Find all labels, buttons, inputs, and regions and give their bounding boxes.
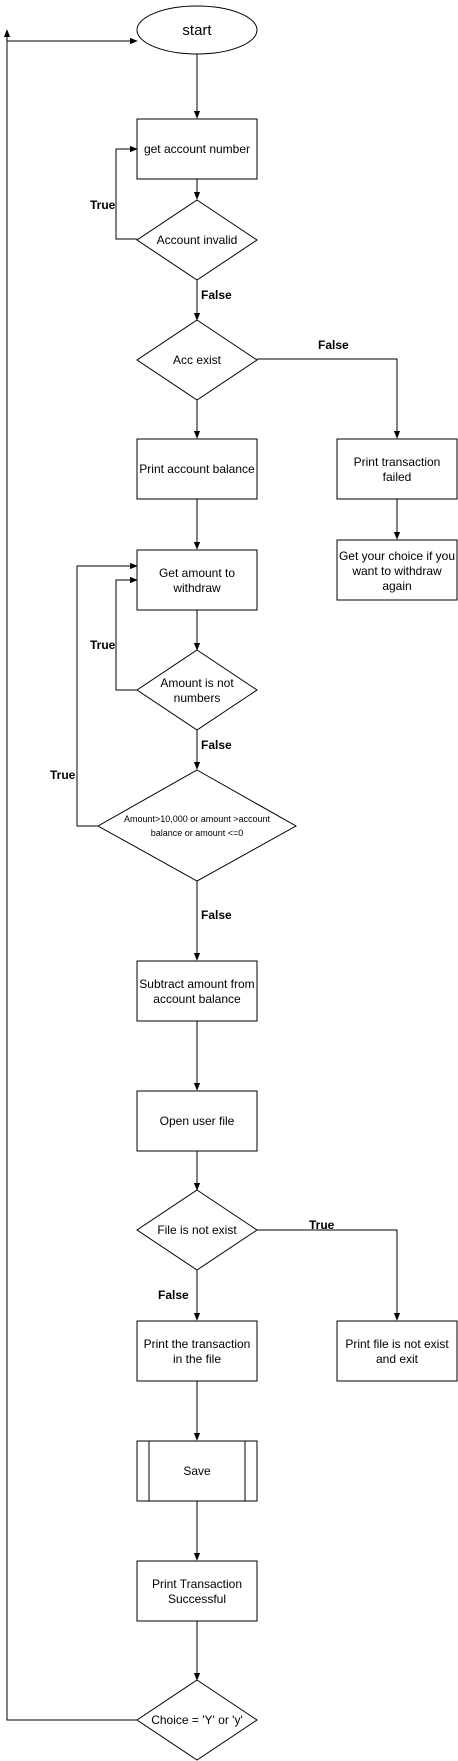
file-not-exist-decision: File is not exist <box>136 1189 258 1271</box>
get-amount-label-line2: withdraw <box>172 581 221 595</box>
print-file-not-exist-node: Print file is not exist and exit <box>336 1320 458 1382</box>
get-account-number-node: get account number <box>136 118 258 180</box>
print-transaction-file-label-line2: in the file <box>173 1352 221 1366</box>
edge-acc-exist-false-to-failed <box>257 358 401 439</box>
amount-range-decision: Amount>10,000 or amount >account balance… <box>96 769 298 882</box>
edge-not-exist-true-to-print-exit <box>257 1229 401 1321</box>
amount-range-label-line2: balance or amount <=0 <box>151 828 244 838</box>
print-success-label-line2: Successful <box>168 1592 226 1606</box>
acc-exist-decision: Acc exist <box>136 319 258 401</box>
acc-exist-label: Acc exist <box>173 353 222 367</box>
get-choice-label-line2: want to withdraw <box>351 564 442 578</box>
amount-not-numbers-label-line2: numbers <box>174 691 221 705</box>
file-not-exist-label: File is not exist <box>157 1223 237 1237</box>
amount-range-label-line1: Amount>10,000 or amount >account <box>124 814 271 824</box>
edge-not-numbers-true-loop <box>115 576 138 691</box>
print-transaction-failed-label-line2: failed <box>383 470 412 484</box>
print-transaction-failed-node: Print transaction failed <box>336 438 458 500</box>
subtract-amount-node: Subtract amount from account balance <box>136 960 258 1022</box>
print-file-not-exist-label-line2: and exit <box>376 1352 419 1366</box>
print-account-balance-node: Print account balance <box>136 438 258 500</box>
choice-decision: Choice = 'Y' or 'y' <box>136 1679 258 1761</box>
account-invalid-true-label: True <box>90 198 116 212</box>
edges <box>3 29 401 1721</box>
open-user-file-node: Open user file <box>136 1090 258 1152</box>
choice-label: Choice = 'Y' or 'y' <box>151 1713 243 1727</box>
get-choice-label-line3: again <box>382 579 411 593</box>
subtract-amount-label-line1: Subtract amount from <box>139 977 254 991</box>
print-transaction-failed-label-line1: Print transaction <box>354 455 441 469</box>
save-label: Save <box>183 1464 211 1478</box>
print-transaction-file-node: Print the transaction in the file <box>136 1320 258 1382</box>
file-not-exist-true-label: True <box>309 1218 335 1232</box>
print-account-balance-label: Print account balance <box>139 462 255 476</box>
edge-labels: True False False True False True False T… <box>50 198 349 1302</box>
amount-not-numbers-label-line1: Amount is not <box>160 676 234 690</box>
get-amount-label-line1: Get amount to <box>159 566 235 580</box>
edge-invalid-true-loop <box>115 145 138 240</box>
amount-not-numbers-decision: Amount is not numbers <box>136 649 258 731</box>
subtract-amount-label-line2: account balance <box>153 992 241 1006</box>
print-transaction-file-label-line1: Print the transaction <box>144 1337 251 1351</box>
get-choice-label-line1: Get your choice if you <box>339 549 455 563</box>
start-label: start <box>182 22 212 39</box>
edge-choice-loop-to-start <box>6 37 138 1721</box>
get-account-number-label: get account number <box>144 142 250 156</box>
get-choice-node: Get your choice if you want to withdraw … <box>336 539 458 601</box>
amount-range-true-label: True <box>50 768 76 782</box>
get-amount-node: Get amount to withdraw <box>136 549 258 611</box>
file-not-exist-false-label: False <box>158 1288 189 1302</box>
print-success-node: Print Transaction Successful <box>136 1560 258 1622</box>
account-invalid-label: Account invalid <box>157 233 238 247</box>
start-node: start <box>136 5 258 55</box>
print-file-not-exist-label-line1: Print file is not exist <box>345 1337 449 1351</box>
amount-not-numbers-true-label: True <box>90 638 116 652</box>
account-invalid-false-label: False <box>201 288 232 302</box>
open-user-file-label: Open user file <box>160 1114 235 1128</box>
amount-not-numbers-false-label: False <box>201 738 232 752</box>
amount-range-false-label: False <box>201 908 232 922</box>
save-process-node: Save <box>136 1440 258 1502</box>
print-success-label-line1: Print Transaction <box>152 1577 242 1591</box>
edge-check-true-loop <box>76 562 138 827</box>
account-invalid-decision: Account invalid <box>136 199 258 281</box>
acc-exist-false-label: False <box>318 338 349 352</box>
